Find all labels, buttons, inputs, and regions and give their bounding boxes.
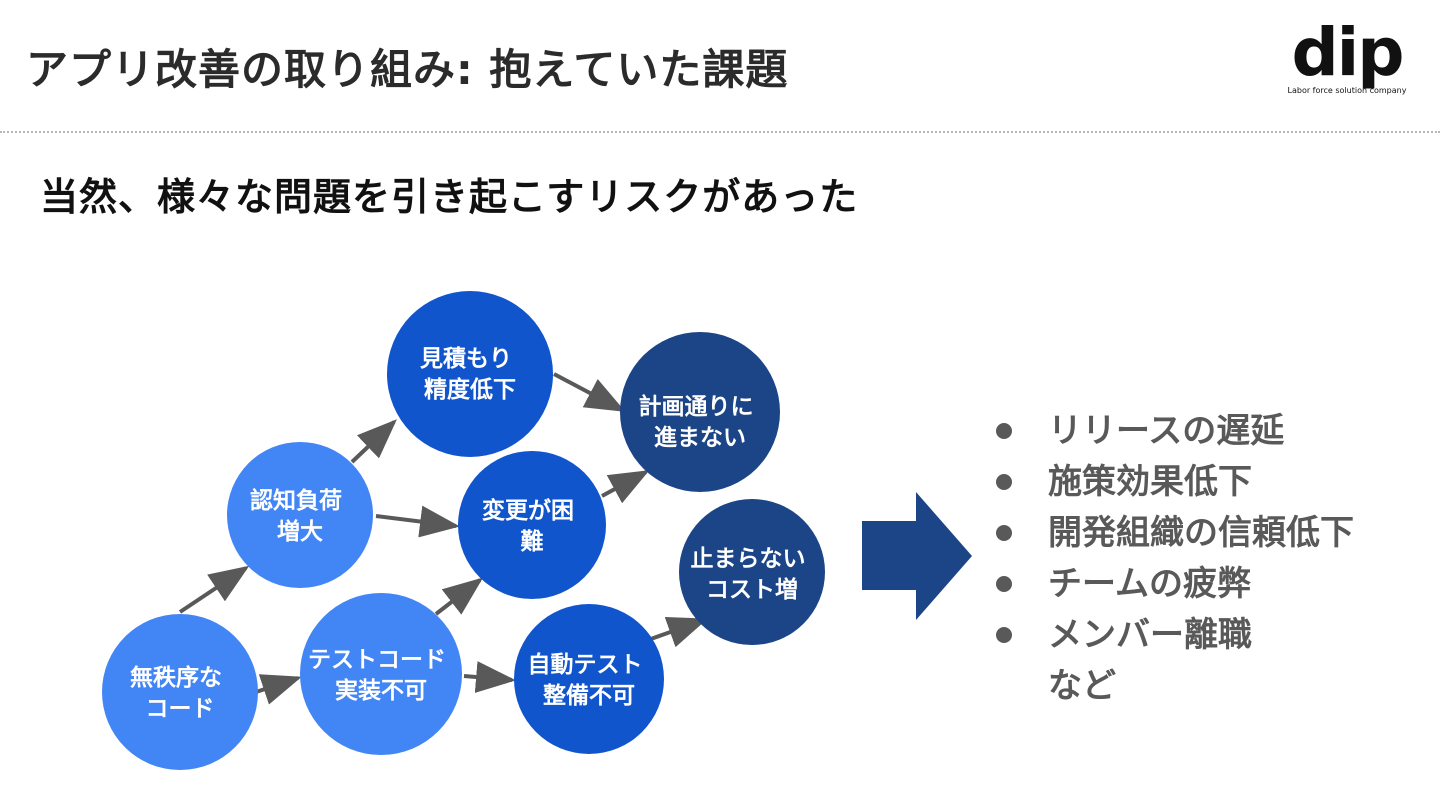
result-item: チームの疲弊 [994,559,1354,610]
node-line: 整備不可 [543,682,635,709]
result-item: 施策効果低下 [994,457,1354,508]
logo-tagline: Labor force solution company [1287,86,1407,95]
result-item: 開発組織の信頼低下 [994,508,1354,559]
node-messy-code: 無秩序な コード [102,614,258,770]
node-line: 増大 [277,518,323,545]
node-circle [387,291,553,457]
result-text: チームの疲弊 [1048,564,1251,604]
dip-logo: dip Labor force solution company [1282,18,1412,96]
node-auto-test-impossible: 自動テスト 整備不可 [514,604,664,754]
node-circle [514,604,664,754]
result-arrow-icon [862,492,972,620]
node-line: 変更が困 [482,497,574,524]
node-line: テストコード [308,647,446,673]
result-text: リリースの遅延 [1048,411,1285,451]
node-circle [458,451,606,599]
svg-text:無秩序な コード: 無秩序な コード [130,664,230,722]
node-plan-delay: 計画通りに 進まない [620,332,780,492]
arrow-estimate-to-plan [553,372,626,412]
node-circle [679,499,825,645]
result-item: リリースの遅延 [994,406,1354,457]
arrow-messy-to-testcode [255,674,302,705]
diagram-arrows [178,372,708,705]
arrow-testcode-to-change [434,577,484,616]
node-line: 進まない [654,425,746,451]
node-cognitive-load: 認知負荷 増大 [227,442,373,588]
node-line: 計画通りに [638,393,753,420]
arrow-autotest-to-cost [647,617,708,648]
bullet-icon [996,423,1012,439]
logo-word: dip [1291,14,1404,91]
arrow-cognitive-to-change [375,505,460,538]
result-item: メンバー離職 [994,610,1354,661]
node-circle [102,614,258,770]
result-list: リリースの遅延 施策効果低下 開発組織の信頼低下 チームの疲弊 メンバー離職 な… [994,406,1354,712]
node-line: 無秩序な [130,664,222,691]
node-line: 止まらない [690,546,805,572]
slide-title: アプリ改善の取り組み: 抱えていた課題 [26,45,789,94]
bullet-icon [996,627,1012,643]
arrow-messy-to-cognitive [178,565,250,614]
svg-text:変更が困 難: 変更が困 難 [482,497,582,555]
node-line: 難 [521,528,544,555]
result-text: 開発組織の信頼低下 [1048,513,1354,553]
svg-text:計画通りに 進まない: 計画通りに 進まない [638,393,761,451]
node-circle [620,332,780,492]
bullet-icon [996,576,1012,592]
node-line: 実装不可 [335,677,427,704]
svg-text:自動テスト 整備不可: 自動テスト 整備不可 [527,651,650,709]
slide-subtitle: 当然、様々な問題を引き起こすリスクがあった [40,175,859,219]
node-line: 精度低下 [424,376,516,403]
arrow-cognitive-to-estimate [350,419,397,464]
result-text: メンバー離職 [1048,615,1252,655]
svg-text:見積もり 精度低下: 見積もり 精度低下 [420,346,520,403]
node-line: 見積もり [420,346,512,372]
svg-text:止まらない コスト増: 止まらない コスト増 [690,546,813,603]
bullet-icon [996,525,1012,541]
dotted-divider [0,131,1440,133]
node-hard-to-change: 変更が困 難 [458,451,606,599]
node-estimate-accuracy: 見積もり 精度低下 [387,291,553,457]
node-test-code-impossible: テストコード 実装不可 [300,593,462,755]
svg-text:認知負荷 増大: 認知負荷 増大 [250,487,350,545]
node-circle [227,442,373,588]
arrow-testcode-to-autotest [463,661,516,693]
node-line: 認知負荷 [250,487,342,514]
node-circle [300,593,462,755]
node-line: コスト増 [706,576,798,603]
result-tail: など [1048,666,1116,706]
arrow-change-to-plan [601,470,650,504]
svg-text:テストコード 実装不可: テストコード 実装不可 [308,647,454,704]
result-text: 施策効果低下 [1048,462,1252,502]
bullet-icon [996,474,1012,490]
node-cost-increase: 止まらない コスト増 [679,499,825,645]
node-line: コード [146,696,215,722]
node-line: 自動テスト [527,651,642,678]
